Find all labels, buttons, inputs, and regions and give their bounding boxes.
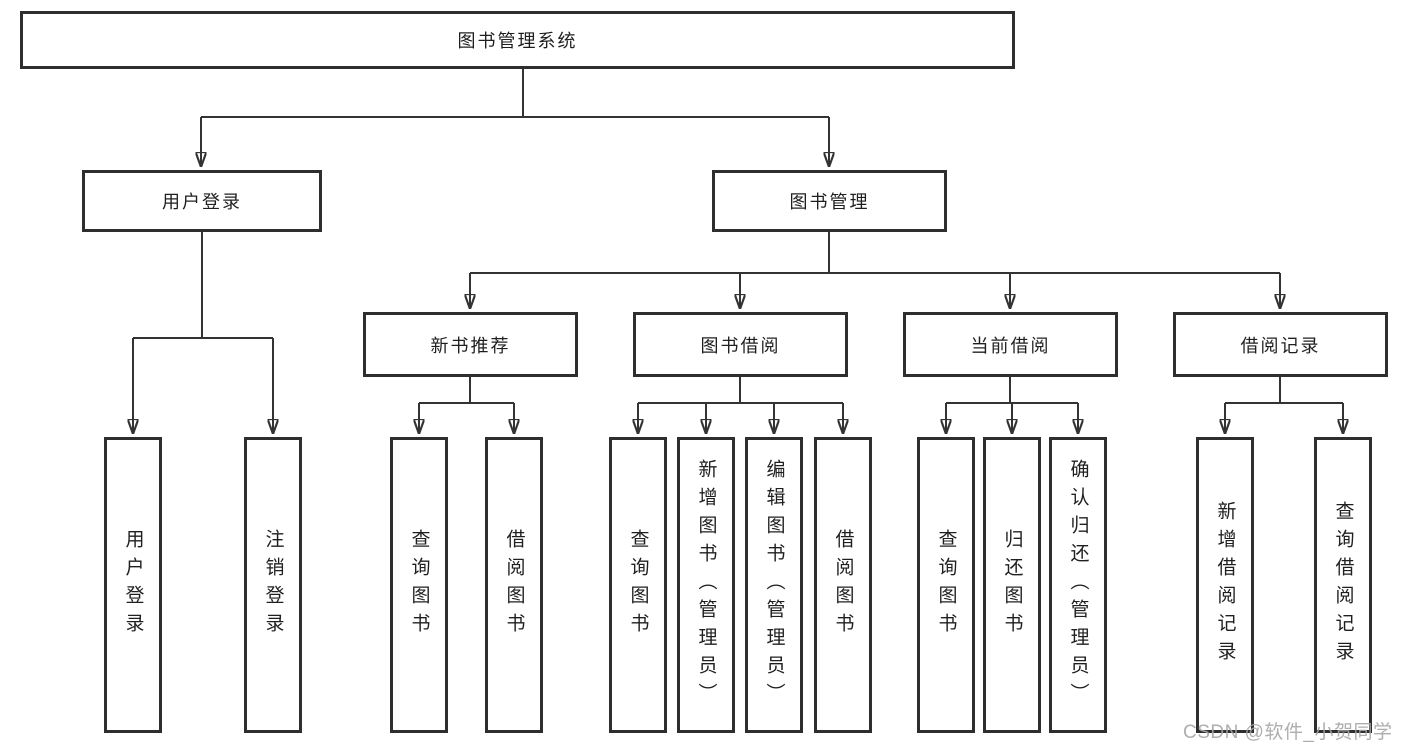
node-leaf-logout-label: 注销登录 [262, 529, 284, 641]
node-leaf-bb-add-book-admin: 新增图书（管理员） [677, 437, 735, 733]
node-leaf-user-login-label: 用户登录 [122, 529, 144, 641]
connector-borrow-record-children [1225, 377, 1343, 433]
connector-user-login-children [133, 232, 273, 433]
node-library-system: 图书管理系统 [20, 11, 1015, 69]
connector-root-to-level2 [201, 69, 829, 166]
connector-book-mgmt-children [470, 232, 1280, 308]
node-borrow-record-label: 借阅记录 [1240, 335, 1321, 356]
node-leaf-cb-query-book: 查询图书 [917, 437, 975, 733]
node-leaf-cb-return-book-label: 归还图书 [1001, 529, 1023, 641]
node-book-management-label: 图书管理 [789, 192, 870, 212]
node-leaf-br-add-record-label: 新增借阅记录 [1214, 501, 1236, 669]
node-current-borrow-label: 当前借阅 [970, 335, 1051, 356]
node-leaf-cb-return-book: 归还图书 [983, 437, 1041, 733]
node-leaf-cb-confirm-return-admin: 确认归还（管理员） [1049, 437, 1107, 733]
connector-new-book-children [419, 377, 514, 433]
node-borrow-record: 借阅记录 [1173, 312, 1388, 377]
node-book-borrow-label: 图书借阅 [700, 335, 781, 356]
node-leaf-cb-query-book-label: 查询图书 [935, 529, 957, 641]
node-leaf-bb-edit-book-admin-label: 编辑图书（管理员） [763, 459, 785, 711]
node-leaf-bb-borrow-book-label: 借阅图书 [832, 529, 854, 641]
node-leaf-br-add-record: 新增借阅记录 [1196, 437, 1254, 733]
node-new-book-recommend-label: 新书推荐 [430, 335, 511, 356]
node-book-management: 图书管理 [712, 170, 947, 232]
node-leaf-bb-query-book-label: 查询图书 [627, 529, 649, 641]
node-library-system-label: 图书管理系统 [457, 31, 578, 51]
node-leaf-nb-borrow-book: 借阅图书 [485, 437, 543, 733]
node-leaf-nb-borrow-book-label: 借阅图书 [503, 529, 525, 641]
node-current-borrow: 当前借阅 [903, 312, 1118, 377]
node-leaf-bb-borrow-book: 借阅图书 [814, 437, 872, 733]
node-leaf-bb-query-book: 查询图书 [609, 437, 667, 733]
node-leaf-cb-confirm-return-admin-label: 确认归还（管理员） [1067, 459, 1089, 711]
node-leaf-nb-query-book-label: 查询图书 [408, 529, 430, 641]
connector-book-borrow-children [638, 377, 843, 433]
node-leaf-br-query-record-label: 查询借阅记录 [1332, 501, 1354, 669]
node-leaf-br-query-record: 查询借阅记录 [1314, 437, 1372, 733]
node-leaf-user-login: 用户登录 [104, 437, 162, 733]
node-user-login-group: 用户登录 [82, 170, 322, 232]
node-user-login-group-label: 用户登录 [162, 192, 242, 212]
connector-current-borrow-children [946, 377, 1078, 433]
node-book-borrow: 图书借阅 [633, 312, 848, 377]
node-new-book-recommend: 新书推荐 [363, 312, 578, 377]
node-leaf-bb-add-book-admin-label: 新增图书（管理员） [695, 459, 717, 711]
node-leaf-logout: 注销登录 [244, 437, 302, 733]
watermark: CSDN @软件_小贺同学 [1183, 722, 1393, 743]
node-leaf-nb-query-book: 查询图书 [390, 437, 448, 733]
node-leaf-bb-edit-book-admin: 编辑图书（管理员） [745, 437, 803, 733]
